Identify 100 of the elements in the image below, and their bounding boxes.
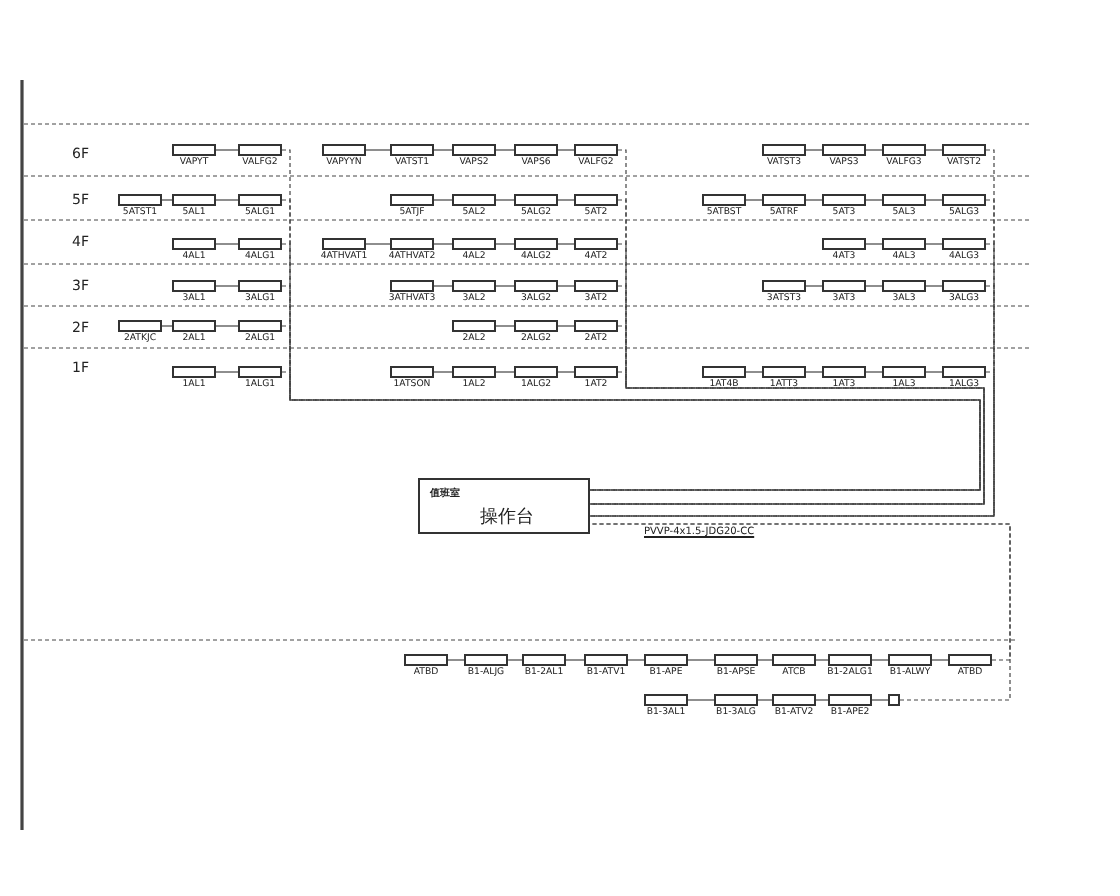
connector-line [365, 243, 391, 245]
connector-line [865, 199, 883, 201]
connector-line [433, 243, 453, 245]
meter-box [238, 238, 282, 250]
meter-box [882, 366, 926, 378]
meter-box [822, 238, 866, 250]
cable-line [589, 523, 1011, 701]
connector-line [745, 199, 763, 201]
meter-box [948, 654, 992, 666]
console-label: 操作台 [480, 505, 534, 530]
meter-box [172, 280, 216, 292]
meter-box [762, 144, 806, 156]
connector-line [931, 659, 949, 661]
connector-line [215, 149, 239, 151]
connector-line [865, 285, 883, 287]
connector-line [365, 149, 391, 151]
meter-box [322, 144, 366, 156]
meter-box [514, 238, 558, 250]
meter-box [772, 654, 816, 666]
connector-line [805, 285, 823, 287]
connector-line [557, 285, 575, 287]
connector-line [805, 149, 823, 151]
meter-box [828, 654, 872, 666]
connector-line [557, 325, 575, 327]
meter-box [172, 238, 216, 250]
meter-box [762, 366, 806, 378]
connector-line [925, 285, 943, 287]
connector-line [495, 371, 515, 373]
meter-box [942, 280, 986, 292]
meter-box [574, 280, 618, 292]
connector-line [433, 371, 453, 373]
meter-box [172, 144, 216, 156]
connector-line [215, 243, 239, 245]
meter-box [118, 320, 162, 332]
connector-line [865, 149, 883, 151]
connector-line [815, 659, 829, 661]
connector-line [495, 285, 515, 287]
meter-box [118, 194, 162, 206]
connector-line [805, 371, 823, 373]
meter-box [942, 194, 986, 206]
meter-box [574, 366, 618, 378]
meter-box [452, 320, 496, 332]
connector-line [215, 371, 239, 373]
meter-box [514, 194, 558, 206]
meter-box [822, 144, 866, 156]
meter-box [714, 654, 758, 666]
terminal-box [888, 694, 900, 706]
cable-line [281, 371, 981, 491]
meter-box [822, 366, 866, 378]
meter-box [762, 280, 806, 292]
connector-line [495, 325, 515, 327]
meter-box [702, 194, 746, 206]
meter-box [762, 194, 806, 206]
connector-line [745, 371, 763, 373]
meter-box [238, 194, 282, 206]
meter-box [452, 144, 496, 156]
meter-box [644, 654, 688, 666]
meter-box [574, 320, 618, 332]
connector-line [925, 243, 943, 245]
connector-line [627, 659, 645, 661]
meter-box [882, 238, 926, 250]
meter-box [822, 280, 866, 292]
connector-line [925, 371, 943, 373]
connector-line [433, 149, 453, 151]
connector-line [557, 199, 575, 201]
connector-line [161, 199, 173, 201]
meter-box [452, 238, 496, 250]
meter-box [452, 280, 496, 292]
cable-line [281, 325, 981, 491]
meter-box [514, 280, 558, 292]
meter-box [772, 694, 816, 706]
meter-box [882, 144, 926, 156]
connector-line [925, 199, 943, 201]
meter-box [172, 320, 216, 332]
meter-box [714, 694, 758, 706]
connector-line [925, 149, 943, 151]
meter-box [644, 694, 688, 706]
meter-box [238, 144, 282, 156]
connector-line [507, 659, 523, 661]
meter-box [514, 366, 558, 378]
meter-box [390, 280, 434, 292]
connector-line [447, 659, 465, 661]
connector-line [815, 699, 829, 701]
connector-line [215, 325, 239, 327]
meter-box [172, 366, 216, 378]
connector-line [495, 199, 515, 201]
meter-box [882, 194, 926, 206]
meter-box [452, 194, 496, 206]
meter-box [882, 280, 926, 292]
meter-box [574, 238, 618, 250]
connector-line [557, 243, 575, 245]
meter-box [942, 238, 986, 250]
connector-line [871, 659, 889, 661]
connector-line [871, 699, 889, 701]
connector-line [215, 199, 239, 201]
meter-box [514, 144, 558, 156]
meter-box [322, 238, 366, 250]
meter-box [390, 366, 434, 378]
meter-box [942, 144, 986, 156]
connector-line [495, 243, 515, 245]
